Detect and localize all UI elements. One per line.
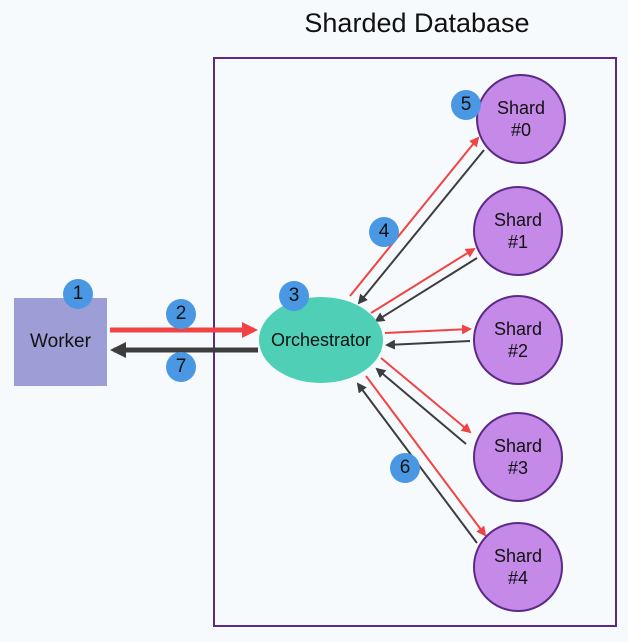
request-arrow-to-shard-4 [365, 375, 487, 537]
response-arrow-from-shard-3 [375, 367, 467, 445]
request-arrow-to-shard-1 [370, 247, 476, 314]
shard-4-label: Shard [493, 545, 543, 566]
shard-3-label: Shard [493, 435, 543, 456]
shard-4-node: Shard #4 [473, 522, 563, 612]
step-badge-6: 6 [390, 453, 420, 483]
response-arrow-from-shard-1 [374, 257, 478, 323]
shard-3-number: #3 [507, 458, 529, 478]
shard-4-number: #4 [507, 568, 529, 588]
shard-1-label: Shard [493, 209, 543, 230]
step-badge-4: 4 [369, 217, 399, 247]
shard-0-number: #0 [510, 120, 532, 140]
shard-1-number: #1 [507, 232, 529, 252]
step-badge-3: 3 [279, 281, 309, 311]
shard-2-label: Shard [493, 318, 543, 339]
shard-1-node: Shard #1 [473, 186, 563, 276]
response-arrow-from-shard-2 [385, 339, 471, 350]
step-badge-7: 7 [166, 352, 196, 382]
diagram-title: Sharded Database [304, 8, 530, 38]
request-arrow-to-shard-0 [349, 136, 480, 297]
sharded-database-boundary [213, 57, 617, 627]
shard-0-node: Shard #0 [476, 74, 566, 164]
shard-2-number: #2 [507, 341, 529, 361]
step-badge-2: 2 [166, 299, 196, 329]
shard-3-node: Shard #3 [473, 412, 563, 502]
shard-2-node: Shard #2 [473, 295, 563, 385]
request-arrow-to-shard-2 [384, 324, 472, 335]
step-badge-1: 1 [63, 279, 93, 309]
step-badge-5: 5 [451, 90, 481, 120]
request-arrow-to-shard-3 [380, 357, 472, 434]
orchestrator-node: Orchestrator [259, 297, 383, 383]
shard-0-label: Shard [496, 97, 546, 118]
worker-node: Worker [14, 298, 107, 386]
response-arrow-from-shard-0 [357, 149, 485, 305]
